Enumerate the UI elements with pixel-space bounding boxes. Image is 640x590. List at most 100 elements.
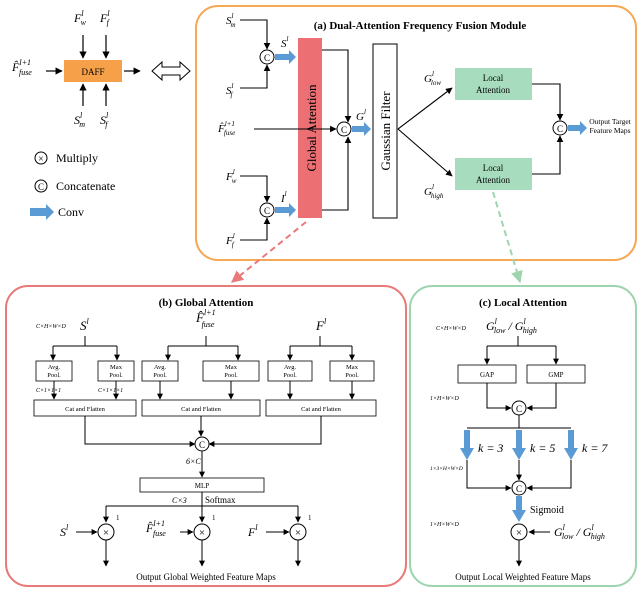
c-dims-out: 1×H×W×D xyxy=(430,522,459,528)
legend-multiply: Multiply xyxy=(56,151,98,165)
b-c3: C×3 xyxy=(172,496,187,505)
svg-text:C: C xyxy=(516,484,522,494)
local-attention-block-2 xyxy=(455,158,532,190)
c-concat-icon-2 xyxy=(511,480,527,496)
b-mlp: MLP xyxy=(195,482,210,490)
svg-text:×: × xyxy=(295,527,301,539)
b-g3-avg-l2: Pool. xyxy=(283,372,297,379)
b-g1-max-l2: Pool. xyxy=(109,372,123,379)
b-one-2: 1 xyxy=(212,514,216,522)
local-attention-2-l2: Attention xyxy=(476,175,510,185)
b-head-f: Fl xyxy=(315,317,327,333)
c-conv-sigmoid xyxy=(512,496,526,522)
s-label: Sl xyxy=(281,35,289,50)
b-g3-avg-l1: Avg. xyxy=(284,364,297,371)
conv-arrow-s xyxy=(275,50,296,64)
b-mult-f: Fl xyxy=(247,523,258,539)
b-mult-s: Sl xyxy=(60,523,69,539)
daff-box xyxy=(64,60,122,82)
legend-conv: Conv xyxy=(58,205,84,219)
b-g2-max-l2: Pool. xyxy=(224,372,238,379)
b-g3-max-l1: Max xyxy=(346,364,359,371)
global-attention-label: Global Attention xyxy=(304,84,319,172)
c-k7: k = 7 xyxy=(582,441,608,455)
i-label: Il xyxy=(280,190,287,205)
svg-text:×: × xyxy=(103,527,109,539)
panel-b-footer: Output Global Weighted Feature Maps xyxy=(136,572,276,582)
concat-output-icon xyxy=(552,120,568,136)
panel-c-title: (c) Local Attention xyxy=(479,297,567,309)
svg-text:C: C xyxy=(341,125,347,135)
svg-text:×: × xyxy=(516,527,522,539)
panel-b-title: (b) Global Attention xyxy=(159,297,254,309)
local-attention-1-l2: Attention xyxy=(476,85,510,95)
c-gmp: GMP xyxy=(548,371,563,379)
conv-arrow-out xyxy=(568,121,587,135)
b-six-c: 6×C xyxy=(186,457,201,466)
module-a: (a) Dual-Attention Frequency Fusion Modu… xyxy=(195,5,637,284)
gaussian-filter-block xyxy=(372,43,398,219)
equivalence-arrow xyxy=(151,60,191,82)
c-dims-conv: 1×3×H×W×D xyxy=(430,466,463,472)
c-conv-k7 xyxy=(564,430,578,460)
b-dims-in: C×H×W×D xyxy=(36,324,66,330)
module-a-title: (a) Dual-Attention Frequency Fusion Modu… xyxy=(314,20,527,32)
c-dims-pool: 1×H×W×D xyxy=(430,396,459,402)
svg-text:C: C xyxy=(516,404,522,414)
b-one-3: 1 xyxy=(308,514,312,522)
legend: × Multiply C Concatenate Conv xyxy=(30,151,115,220)
b-one-1: 1 xyxy=(116,514,120,522)
connector-local xyxy=(492,191,523,284)
c-conv-k3 xyxy=(460,430,474,460)
local-attention-block-1 xyxy=(455,68,532,100)
daff-label: DAFF xyxy=(81,67,104,77)
output-target-l2: Feature Maps xyxy=(589,126,630,135)
c-gap: GAP xyxy=(480,371,494,379)
output-target-l1: Output Target xyxy=(589,117,631,126)
module-a-border xyxy=(195,5,637,261)
b-g1-dims-b: C×1×1×1 xyxy=(98,388,123,394)
g-label: Gl xyxy=(356,108,366,123)
local-attention-1-l1: Local xyxy=(483,73,504,83)
c-k3: k = 3 xyxy=(478,441,503,455)
b-g1-max-l1: Max xyxy=(110,364,123,371)
panel-c-footer: Output Local Weighted Feature Maps xyxy=(455,572,591,582)
connector-global xyxy=(231,221,307,283)
b-g1-cat: Cat and Flatten xyxy=(65,406,105,413)
b-softmax: Softmax xyxy=(205,495,236,505)
b-g1-dims-a: C×1×1×1 xyxy=(36,388,61,394)
conv-arrow-g xyxy=(352,122,371,136)
b-g1-avg-l2: Pool. xyxy=(47,372,61,379)
conv-arrow-i xyxy=(275,203,296,217)
concatenate-icon: C xyxy=(38,182,44,192)
b-g3-cat: Cat and Flatten xyxy=(301,406,341,413)
svg-text:C: C xyxy=(264,206,270,216)
legend-concatenate: Concatenate xyxy=(56,179,115,193)
svg-text:C: C xyxy=(557,124,563,134)
c-k5: k = 5 xyxy=(530,441,555,455)
c-conv-k5 xyxy=(512,430,526,460)
svg-text:C: C xyxy=(264,53,270,63)
svg-text:×: × xyxy=(199,527,205,539)
panel-b-border xyxy=(5,285,407,587)
gaussian-filter-label: Gaussian Filter xyxy=(378,91,393,171)
conv-arrow-icon xyxy=(30,204,54,220)
